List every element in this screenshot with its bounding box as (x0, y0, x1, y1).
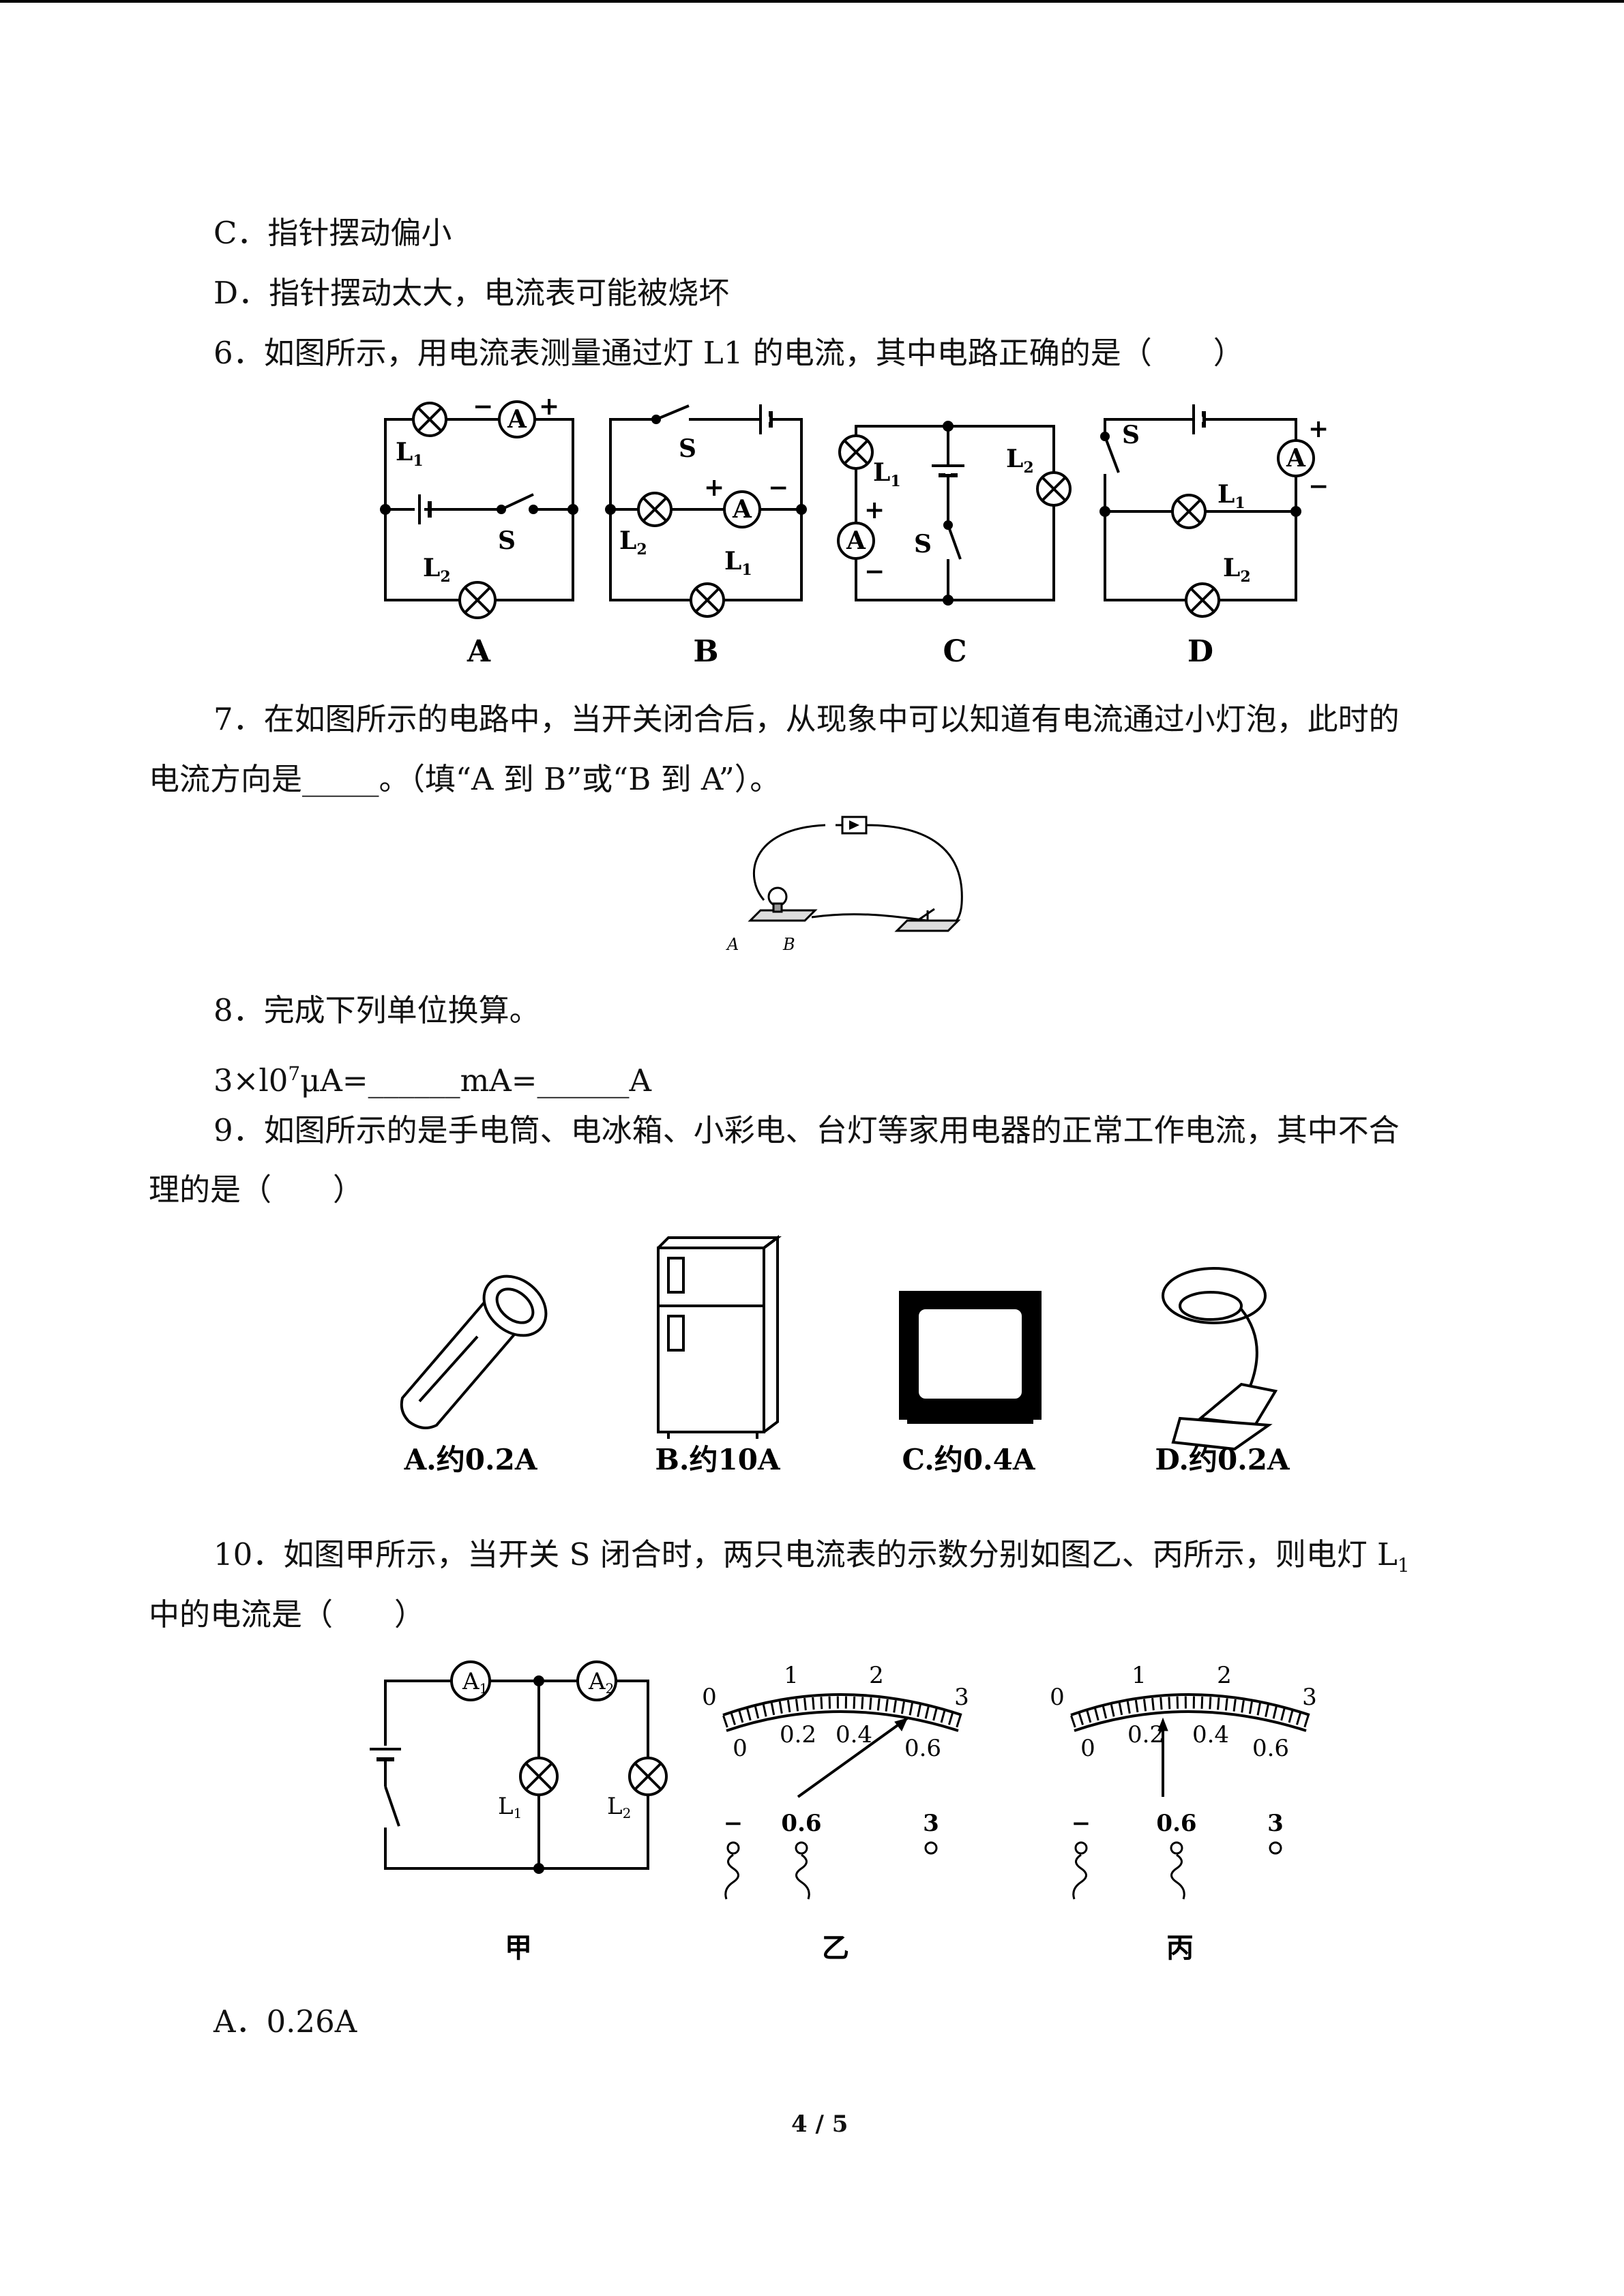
svg-text:L2: L2 (1223, 554, 1251, 586)
svg-text:A1: A1 (462, 1668, 488, 1697)
refrigerator-icon (657, 1235, 782, 1439)
question-10-line2: 中的电流是（ ） (149, 1596, 426, 1632)
svg-text:3: 3 (954, 1684, 969, 1711)
svg-text:S: S (914, 530, 932, 558)
ammeter-bing (1070, 1693, 1310, 1797)
caption-bing: 丙 (1166, 1932, 1194, 1964)
question-7-line2: 电流方向是_____。（填“A 到 B”或“B 到 A”）。 (149, 761, 781, 797)
svg-text:0.4: 0.4 (1192, 1721, 1229, 1748)
svg-text:L1: L1 (724, 547, 752, 579)
svg-text:L2: L2 (423, 554, 451, 586)
svg-text:−: − (864, 557, 885, 586)
question-8: 8．完成下列单位换算。 (213, 992, 540, 1028)
caption-fridge: B.约10A (655, 1443, 781, 1476)
svg-text:L2: L2 (619, 526, 647, 558)
ammeter-yi (722, 1693, 962, 1798)
desk-lamp-icon (1162, 1267, 1278, 1451)
circuit-c-label: C (943, 634, 966, 669)
svg-text:0.2: 0.2 (780, 1721, 816, 1748)
ammeter-yi-scale: 0 1 2 3 0 0.2 0.4 0.6 − 0.6 3 (702, 1662, 969, 1837)
question-9-line1: 9．如图所示的是手电筒、电冰箱、小彩电、台灯等家用电器的正常工作电流，其中不合 (213, 1112, 1400, 1148)
caption-yi: 乙 (822, 1932, 849, 1964)
svg-text:0.2: 0.2 (1127, 1721, 1164, 1748)
flashlight-icon (400, 1274, 548, 1429)
question-10-line1: 10．如图甲所示，当开关 S 闭合时，两只电流表的示数分别如图乙、丙所示，则电灯… (213, 1536, 1410, 1577)
svg-text:A2: A2 (588, 1668, 614, 1697)
svg-text:A: A (1286, 444, 1306, 473)
svg-text:+: + (1308, 415, 1329, 443)
circuit-c (837, 421, 1072, 606)
svg-text:−: − (1308, 472, 1329, 501)
circuit-d (1099, 404, 1315, 618)
circuit-b-label: B (693, 634, 718, 669)
q10-figure: A1 A2 L1 L2 0 1 2 3 0 0.2 0.4 0.6 − 0.6 … (370, 1660, 1317, 1964)
svg-text:0.6: 0.6 (1156, 1810, 1196, 1837)
svg-text:L2: L2 (607, 1793, 631, 1821)
circuit-a (380, 400, 578, 619)
circuit-a-label: A (467, 634, 491, 669)
caption-jia: 甲 (505, 1932, 532, 1964)
television-icon (899, 1291, 1042, 1424)
svg-text:0: 0 (1050, 1684, 1065, 1711)
svg-text:2: 2 (869, 1662, 884, 1689)
ammeter-bing-scale: 0 1 2 3 0 0.2 0.4 0.6 − 0.6 3 (1050, 1662, 1317, 1837)
svg-text:1: 1 (1132, 1662, 1147, 1689)
svg-text:−: − (724, 1810, 743, 1837)
svg-text:A: A (507, 405, 527, 434)
point-b-label: B (782, 935, 795, 954)
page-top-rule (0, 0, 1624, 3)
svg-text:0: 0 (733, 1735, 748, 1762)
page-number: 4 / 5 (791, 2111, 848, 2138)
svg-text:0.4: 0.4 (836, 1721, 872, 1748)
circuit-jia (370, 1660, 668, 1874)
svg-text:L1: L1 (873, 458, 901, 490)
svg-text:L2: L2 (1006, 445, 1034, 477)
question-7-line1: 7．在如图所示的电路中，当开关闭合后，从现象中可以知道有电流通过小灯泡，此时的 (213, 701, 1400, 737)
svg-text:+: + (539, 392, 559, 421)
svg-text:3: 3 (1267, 1810, 1284, 1837)
svg-text:0.6: 0.6 (904, 1735, 941, 1762)
point-a-label: A (726, 935, 739, 954)
svg-text:0.6: 0.6 (781, 1810, 821, 1837)
question-9-line2: 理的是（ ） (149, 1172, 364, 1208)
svg-text:3: 3 (1302, 1684, 1317, 1711)
answer-option-a: A．0.26A (213, 2003, 357, 2040)
svg-text:0: 0 (702, 1684, 717, 1711)
svg-text:2: 2 (1217, 1662, 1232, 1689)
q6-circuit-figure: A − + L1 S L2 S A + − L2 L1 L1 A + − S L… (380, 392, 1329, 669)
option-c: C．指针摆动偏小 (213, 215, 452, 251)
svg-text:−: − (473, 392, 493, 421)
caption-tv: C.约0.4A (902, 1443, 1036, 1476)
svg-text:S: S (1122, 421, 1140, 449)
circuit-d-label: D (1187, 634, 1213, 669)
svg-text:A: A (846, 526, 866, 555)
q7-circuit-figure: A B (726, 816, 963, 954)
caption-lamp: D.约0.2A (1155, 1443, 1290, 1476)
circuit-b (605, 404, 807, 618)
svg-text:0: 0 (1080, 1735, 1095, 1762)
question-8-conversion: 3×l07μA=______mA=______A (213, 1062, 652, 1099)
question-6: 6．如图所示，用电流表测量通过灯 L1 的电流，其中电路正确的是（ ） (213, 335, 1244, 371)
svg-text:A: A (732, 495, 752, 524)
svg-text:L1: L1 (1217, 480, 1245, 512)
q9-appliance-figure: A.约0.2A B.约10A C.约0.4A D.约0.2A (400, 1235, 1290, 1476)
svg-text:−: − (1072, 1810, 1091, 1837)
svg-text:S: S (679, 434, 696, 463)
svg-text:+: + (704, 473, 724, 502)
svg-text:L1: L1 (396, 438, 424, 470)
svg-text:L1: L1 (498, 1793, 522, 1821)
svg-text:S: S (498, 526, 516, 555)
svg-text:+: + (864, 496, 885, 524)
svg-text:1: 1 (784, 1662, 799, 1689)
svg-text:3: 3 (923, 1810, 939, 1837)
option-d: D．指针摆动太大，电流表可能被烧坏 (213, 275, 730, 311)
svg-text:0.6: 0.6 (1252, 1735, 1289, 1762)
caption-flashlight: A.约0.2A (404, 1443, 538, 1476)
svg-text:−: − (768, 473, 788, 502)
